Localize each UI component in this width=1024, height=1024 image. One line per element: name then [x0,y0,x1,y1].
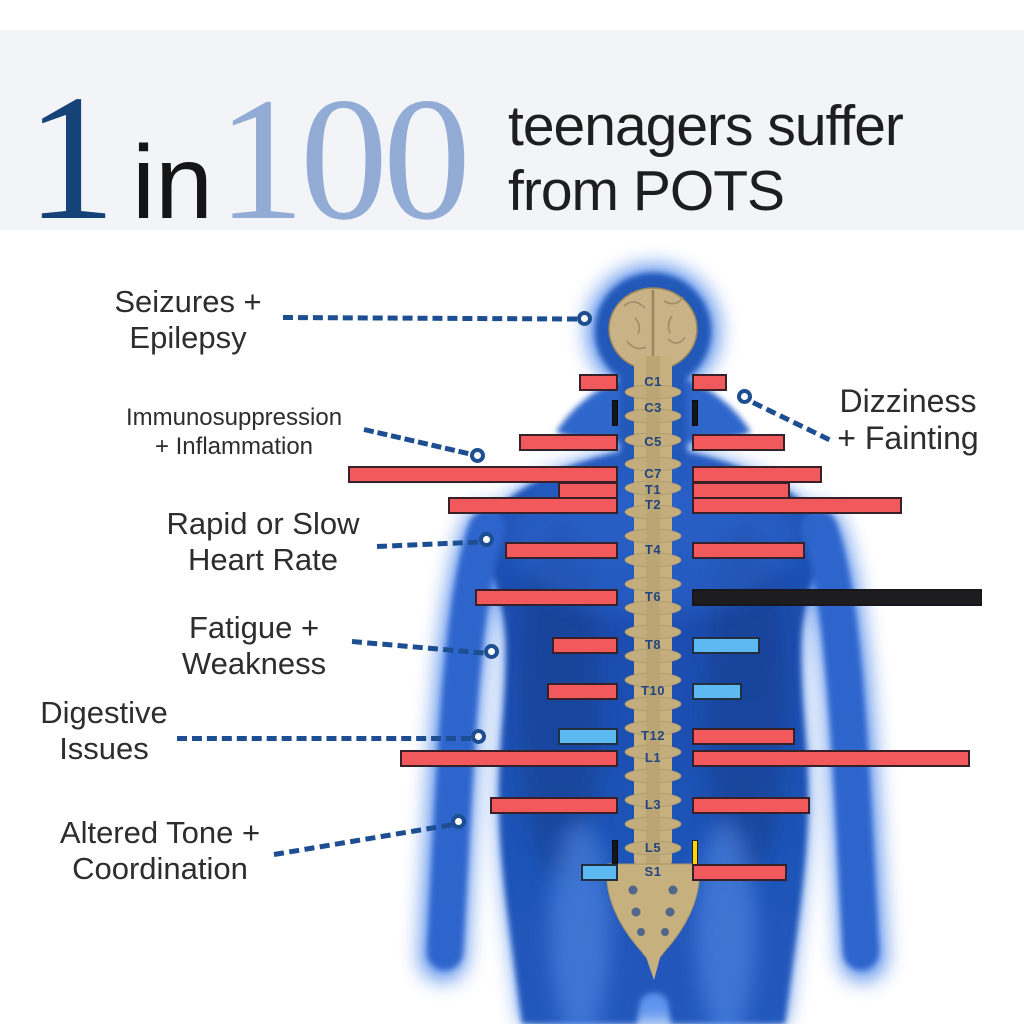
vertebra-label-c7: C7 [644,466,662,481]
vertebra-label-c1: C1 [644,374,662,389]
bar-t6-left [475,589,618,606]
bar-t8-left [552,637,618,654]
stat-number-one: 1 [26,58,116,257]
bar-l3-left [490,797,618,814]
callout-dizziness-line2: + Fainting [837,420,979,457]
callout-immunosuppression-inflammation: Immunosuppression + Inflammation [96,403,372,462]
vertebra-label-t2: T2 [644,497,662,512]
vertebra-label-t10: T10 [641,683,665,698]
vertebra-label-t12: T12 [641,728,665,743]
bar-c1-left [579,374,618,391]
header-band: 1 in 100 teenagers suffer from POTS [0,30,1024,248]
callout-immuno-line2: + Inflammation [154,433,314,461]
bar-s1-left [581,864,618,881]
bar-t8-right [692,637,760,654]
callout-rapid-line2: Heart Rate [188,541,338,577]
vertebra-label-l1: L1 [644,750,662,765]
callout-fatigue-line1: Fatigue + [188,610,320,645]
bar-c3-left [612,400,618,426]
callout-dot-dizziness [737,389,752,404]
callout-dot-altered [451,814,466,829]
sacrum-illustration [606,863,700,980]
vertebra-label-t4: T4 [644,542,662,557]
bar-t10-left [547,683,618,700]
bar-l5-left [612,840,618,866]
bar-t12-left [558,728,618,745]
stat-number-hundred: 100 [216,62,471,257]
callout-immuno-line1: Immunosuppression [125,404,343,431]
bar-c7-right [692,466,822,483]
callout-dizziness-line1: Dizziness [839,383,977,419]
callout-fatigue-weakness: Fatigue + Weakness [158,610,350,682]
callout-seizures-line1: Seizures + [114,284,262,319]
callout-digestive-issues: Digestive Issues [20,695,188,767]
bar-s1-right [692,864,787,881]
right-arm [801,510,879,970]
vertebra-label-c5: C5 [644,434,662,449]
callout-dot-digestive [471,729,486,744]
bar-c1-right [692,374,727,391]
bar-t10-right [692,683,742,700]
bar-t4-right [692,542,805,559]
bar-t2-left [448,497,618,514]
stat-connector: in [132,125,213,241]
bar-c7-left [348,466,618,483]
headline-line2: from POTS [508,158,785,223]
statistic: 1 in 100 [26,58,471,257]
headline: teenagers suffer from POTS [508,94,904,224]
callout-rapid-line1: Rapid or Slow [166,506,360,541]
body-shading [520,520,786,880]
bar-t12-right [692,728,795,745]
callout-fatigue-line2: Weakness [181,645,327,681]
vertebra-label-t6: T6 [644,589,662,604]
bar-c3-right [692,400,698,426]
vertebra-label-l3: L3 [644,797,662,812]
vertebra-label-l5: L5 [644,840,662,855]
bar-l1-left [400,750,618,767]
bar-c5-left [519,434,618,451]
bar-l5-right [692,840,698,866]
vertebra-label-t8: T8 [644,637,662,652]
callout-altered-tone-coordination: Altered Tone + Coordination [26,815,294,887]
callout-rapid-slow-heart-rate: Rapid or Slow Heart Rate [144,506,382,578]
callout-dizziness-fainting: Dizziness + Fainting [822,383,994,457]
callout-dot-immuno [470,448,485,463]
callout-altered-line1: Altered Tone + [59,815,261,850]
callout-dot-seizures [577,311,592,326]
callout-digestive-line2: Issues [59,730,149,766]
vertebra-label-c3: C3 [644,400,662,415]
bar-l1-right [692,750,970,767]
bar-t2-right [692,497,902,514]
callout-seizures-epilepsy: Seizures + Epilepsy [82,284,294,356]
callout-dot-fatigue [484,644,499,659]
callout-altered-line2: Coordination [72,850,248,886]
headline-line1: teenagers suffer [508,94,904,158]
left-arm [427,510,505,970]
vertebra-label-t1: T1 [644,482,662,497]
bar-c5-right [692,434,785,451]
callout-digestive-line1: Digestive [40,695,168,730]
callout-seizures-line2: Epilepsy [129,319,247,355]
callout-line-digestive [177,736,471,741]
spine-illustration [624,356,682,870]
bar-l3-right [692,797,810,814]
callout-dot-rapid [479,532,494,547]
bar-t4-left [505,542,618,559]
bar-t6-right [692,589,982,606]
vertebra-label-s1: S1 [644,864,662,879]
